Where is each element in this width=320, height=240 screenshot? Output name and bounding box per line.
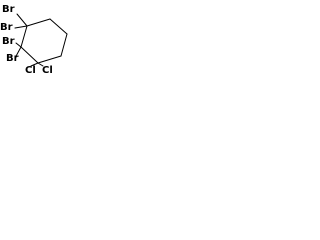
bond-c5-cl-left: [30, 62, 39, 67]
atom-labels: Br Br Br Br Cl Cl: [0, 4, 53, 76]
atom-label-cl-left: Cl: [25, 65, 36, 76]
bond-c1-br-top: [16, 13, 28, 27]
bond-c6-br-left-lower: [15, 42, 22, 48]
bond-c1-c2: [26, 18, 51, 27]
atom-label-br-left-lower: Br: [2, 36, 15, 47]
bond-c5-cl-right: [37, 62, 44, 67]
atom-label-br-top: Br: [2, 4, 15, 15]
bond-c3-c4: [60, 33, 68, 57]
chemical-structure-diagram: Br Br Br Br Cl Cl: [0, 4, 68, 76]
bond-c2-c3: [49, 18, 68, 35]
substituent-bonds: [14, 13, 44, 67]
bond-c1-br-left-upper: [14, 25, 28, 29]
atom-label-br-left-upper: Br: [0, 22, 13, 33]
ring-bonds: [20, 18, 68, 64]
atom-label-br-bottom: Br: [6, 53, 19, 64]
bond-c4-c5: [37, 55, 62, 64]
atom-label-cl-right: Cl: [42, 65, 53, 76]
bond-c5-c6: [20, 46, 39, 64]
bond-c6-c1: [20, 25, 28, 48]
bond-c6-br-bottom: [14, 46, 22, 59]
